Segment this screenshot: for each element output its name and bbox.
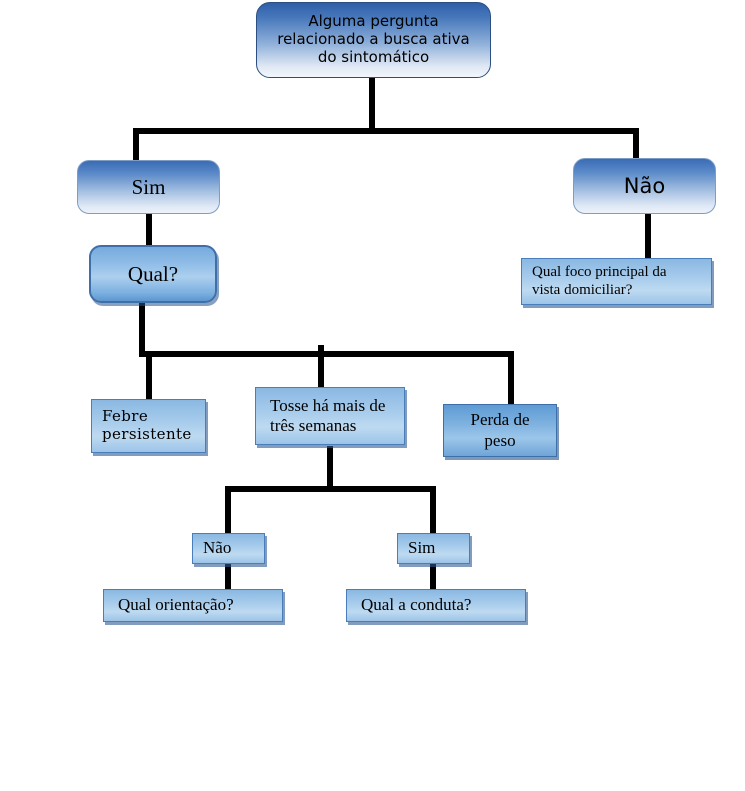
- node-qual-orientacao-label: Qual orientação?: [118, 595, 234, 615]
- node-nao-top-label: Não: [623, 173, 666, 198]
- node-sim-bottom-label: Sim: [408, 538, 436, 558]
- node-febre-persistente-label: Febre persistente: [102, 407, 192, 443]
- node-foco-principal-label: Qual foco principal da vista domiciliar?: [532, 263, 667, 298]
- connector-qual-to-tosse: [318, 345, 324, 388]
- node-perda-de-peso[interactable]: Perda de peso: [443, 404, 557, 457]
- connector-simbottom-to-conduta: [430, 564, 436, 590]
- connector-root-stem: [369, 78, 375, 132]
- node-qual-conduta[interactable]: Qual a conduta?: [346, 589, 526, 622]
- node-sim-top[interactable]: Sim: [77, 160, 220, 214]
- node-nao-top[interactable]: Não: [573, 158, 716, 214]
- connector-nao-to-foco: [645, 212, 651, 260]
- node-nao-bottom[interactable]: Não: [192, 533, 265, 564]
- connector-tosse-to-sim: [430, 486, 436, 534]
- connector-tosse-to-nao: [225, 486, 231, 534]
- node-tosse-label: Tosse há mais de três semanas: [270, 395, 386, 435]
- node-perda-de-peso-label: Perda de peso: [470, 410, 530, 450]
- node-tosse[interactable]: Tosse há mais de três semanas: [255, 387, 405, 445]
- node-qual[interactable]: Qual?: [89, 245, 217, 303]
- node-febre-persistente[interactable]: Febre persistente: [91, 399, 206, 453]
- node-sim-top-label: Sim: [131, 174, 166, 199]
- node-nao-bottom-label: Não: [203, 538, 232, 558]
- connector-tosse-stem: [327, 446, 333, 491]
- connector-qual-stem: [139, 303, 145, 356]
- connector-naobottom-to-orientacao: [225, 564, 231, 590]
- connector-sim-to-qual: [146, 212, 152, 247]
- node-qual-orientacao[interactable]: Qual orientação?: [103, 589, 283, 622]
- connector-qual-to-perda: [508, 351, 514, 405]
- node-sim-bottom[interactable]: Sim: [397, 533, 470, 564]
- connector-qual-bar: [139, 351, 514, 357]
- connector-tosse-bar: [225, 486, 436, 492]
- connector-root-to-sim: [133, 128, 139, 164]
- node-root-label: Alguma pergunta relacionado a busca ativ…: [277, 12, 470, 66]
- node-root[interactable]: Alguma pergunta relacionado a busca ativ…: [256, 2, 491, 78]
- connector-qual-to-febre: [146, 351, 152, 400]
- node-foco-principal[interactable]: Qual foco principal da vista domiciliar?: [521, 258, 712, 305]
- node-qual-conduta-label: Qual a conduta?: [361, 595, 472, 615]
- node-qual-label: Qual?: [127, 261, 179, 286]
- connector-root-bar: [133, 128, 639, 134]
- connector-root-to-nao: [633, 128, 639, 164]
